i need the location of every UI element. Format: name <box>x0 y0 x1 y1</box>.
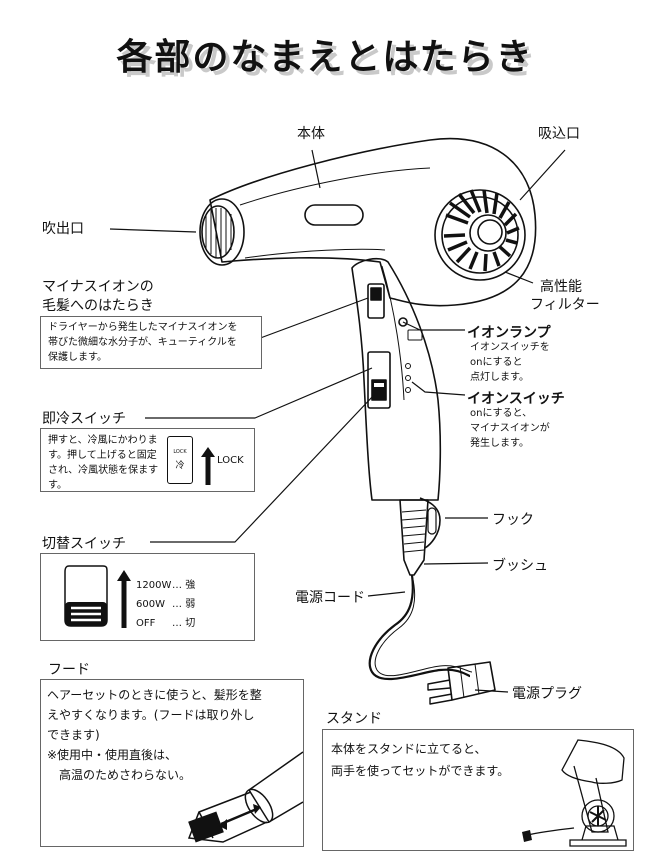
setting-watt: 1200W <box>136 576 172 595</box>
setting-dots: … <box>172 618 182 629</box>
select-switch-icon <box>63 564 109 628</box>
ion-switch-desc-line: マイナスイオンが <box>470 421 550 436</box>
ion-switch-desc-line: 発生します。 <box>470 436 550 451</box>
cool-switch-box: 押すと、冷風にかわりま す。押して上げると固定 され、冷風状態を保ます す。 L… <box>40 428 255 492</box>
label-body: 本体 <box>297 123 325 143</box>
hood-text-line: えやすくなります。(フードは取り外し <box>47 705 262 725</box>
hook-shape <box>420 498 440 548</box>
label-plug: 電源プラグ <box>512 683 582 703</box>
lock-switch-icon: LOCK 冷 <box>167 436 193 484</box>
stand-text: 本体をスタンドに立てると、 両手を使ってセットができます。 <box>331 738 509 782</box>
ion-switch-desc-line: onにすると、 <box>470 406 550 421</box>
setting-row: 600W… 弱 <box>136 595 195 614</box>
cool-switch-text: 押すと、冷風にかわりま す。押して上げると固定 され、冷風状態を保ます す。 <box>48 433 163 493</box>
hood-illustration <box>179 742 303 844</box>
ion-info-box: ドライヤーから発生したマイナスイオンを 帯びた微細な水分子が、キューティクルを … <box>40 316 262 369</box>
stand-illustration <box>518 736 630 848</box>
label-ion-heading-2: 毛髪へのはたらき <box>42 295 154 315</box>
label-select-switch: 切替スイッチ <box>42 533 126 553</box>
label-bushing: ブッシュ <box>492 555 548 575</box>
label-stand: スタンド <box>326 708 382 728</box>
cool-text-line: す。押して上げると固定 <box>48 448 163 463</box>
lock-icon-text: LOCK <box>168 449 192 455</box>
power-plug <box>448 662 495 700</box>
setting-row: 1200W… 強 <box>136 576 195 595</box>
setting-mode: 切 <box>185 618 195 629</box>
stand-box: 本体をスタンドに立てると、 両手を使ってセットができます。 <box>322 729 634 851</box>
ion-info-line: ドライヤーから発生したマイナスイオンを <box>48 320 261 335</box>
setting-watt: 600W <box>136 595 172 614</box>
setting-mode: 弱 <box>185 599 195 610</box>
arrow-up-icon <box>117 570 131 628</box>
select-switch-box: 1200W… 強 600W… 弱 OFF… 切 <box>40 553 255 641</box>
stand-text-line: 両手を使ってセットができます。 <box>331 760 509 782</box>
label-ion-lamp: イオンランプ <box>467 322 551 342</box>
label-cord: 電源コード <box>295 587 365 607</box>
setting-mode: 強 <box>185 580 195 591</box>
ion-info-line: 保護します。 <box>48 350 261 365</box>
label-filter-line2: フィルター <box>530 294 600 314</box>
hood-box: ヘアーセットのときに使うと、髪形を整 えやすくなります。(フードは取り外し でき… <box>40 679 304 847</box>
label-ion-switch: イオンスイッチ <box>467 388 565 408</box>
label-ion-heading-1: マイナスイオンの <box>42 276 154 296</box>
ion-lamp-desc-line: 点灯します。 <box>470 370 550 385</box>
label-hook: フック <box>492 509 534 529</box>
lock-arrow-label: LOCK <box>217 453 244 468</box>
stand-text-line: 本体をスタンドに立てると、 <box>331 738 509 760</box>
dryer-body-outline <box>210 139 536 306</box>
ion-lamp-desc: イオンスイッチを onにすると 点灯します。 <box>470 340 550 385</box>
cool-text-line: され、冷風状態を保ます <box>48 463 163 478</box>
label-hood: フード <box>48 659 90 679</box>
label-cool-switch: 即冷スイッチ <box>42 408 126 428</box>
cool-text-line: す。 <box>48 478 163 493</box>
label-filter-line1: 高性能 <box>540 276 582 296</box>
setting-dots: … <box>172 580 182 591</box>
setting-row: OFF… 切 <box>136 614 195 633</box>
select-settings: 1200W… 強 600W… 弱 OFF… 切 <box>136 576 195 633</box>
cool-icon-text: 冷 <box>168 458 192 471</box>
label-intake: 吸込口 <box>538 123 580 143</box>
ion-lamp-desc-line: onにすると <box>470 355 550 370</box>
cool-text-line: 押すと、冷風にかわりま <box>48 433 163 448</box>
dryer-handle <box>352 259 440 500</box>
setting-dots: … <box>172 599 182 610</box>
ion-switch-desc: onにすると、 マイナスイオンが 発生します。 <box>470 406 550 451</box>
power-cord <box>370 575 470 679</box>
ion-lamp-desc-line: イオンスイッチを <box>470 340 550 355</box>
setting-watt: OFF <box>136 614 172 633</box>
hood-text-line: ヘアーセットのときに使うと、髪形を整 <box>47 685 262 705</box>
label-outlet: 吹出口 <box>42 218 84 238</box>
outlet-ring <box>200 199 244 265</box>
ion-info-line: 帯びた微細な水分子が、キューティクルを <box>48 335 261 350</box>
arrow-up-icon <box>201 447 215 485</box>
